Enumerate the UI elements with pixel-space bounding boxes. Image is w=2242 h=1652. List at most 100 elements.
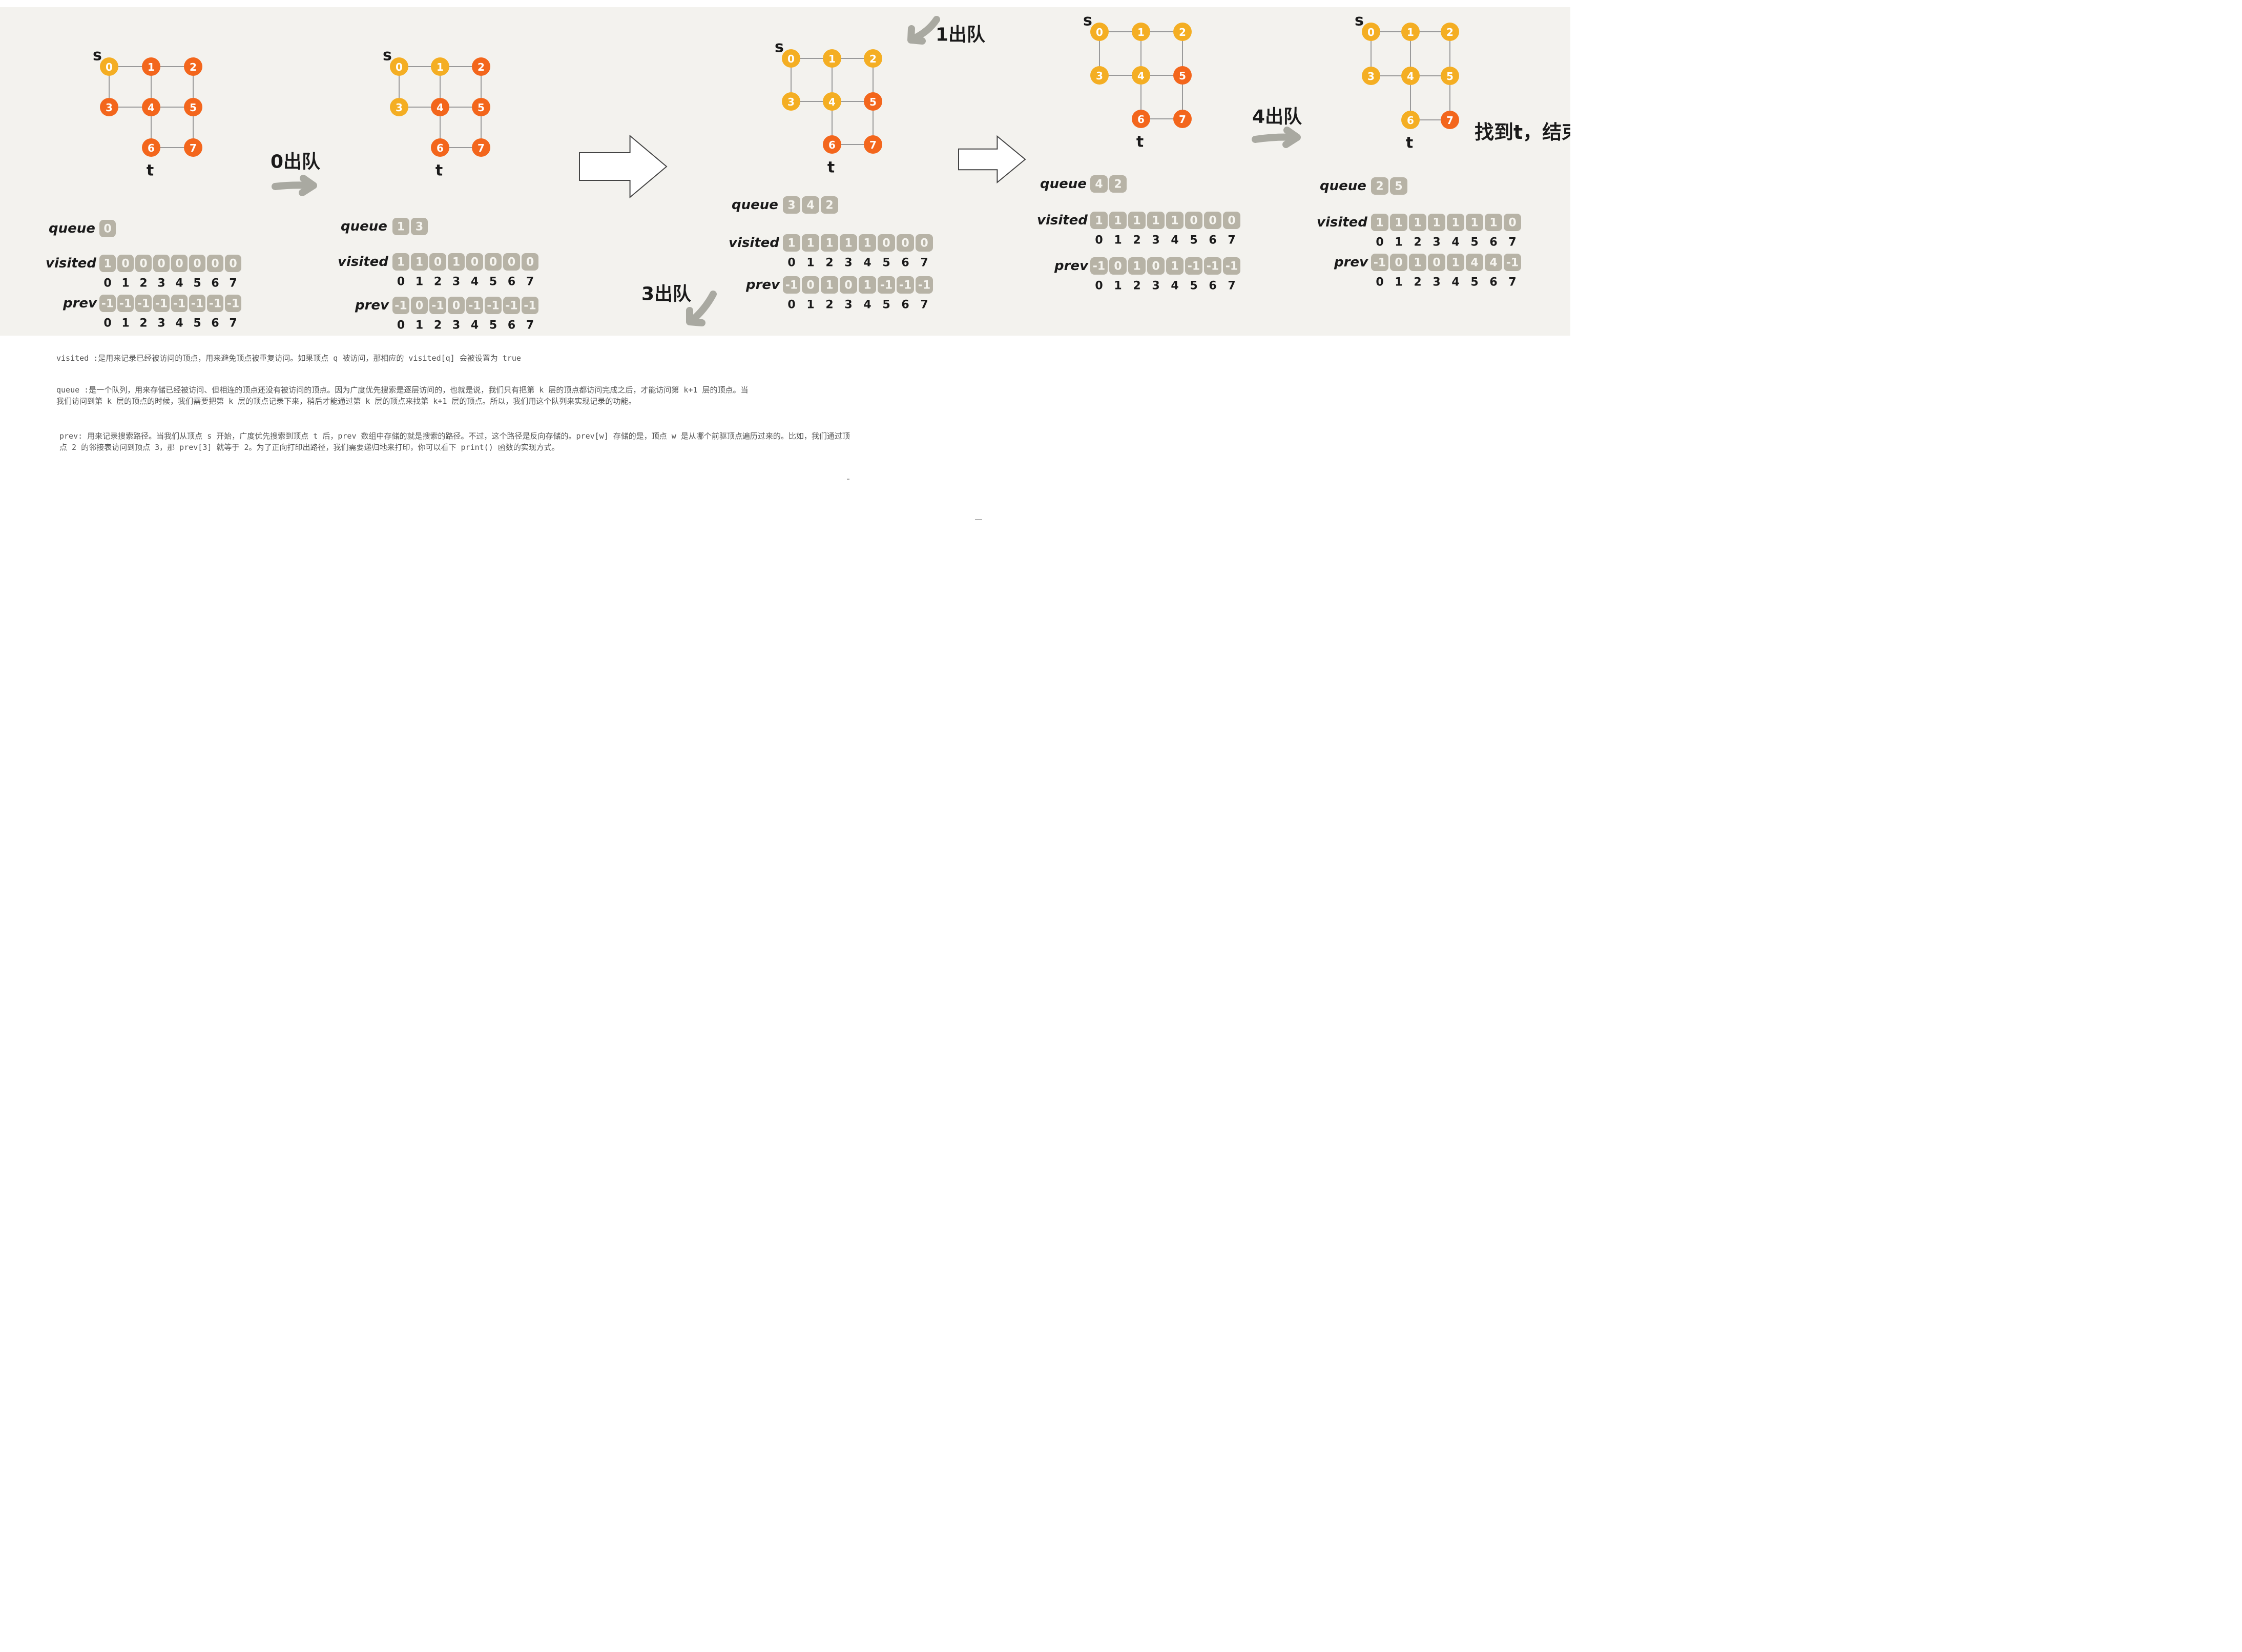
visited-cell: [1447, 214, 1464, 231]
visited-label: visited :: [729, 235, 789, 251]
visited-label: visited :: [338, 254, 398, 270]
prev-value: -1: [137, 298, 150, 311]
visited-value: 1: [825, 237, 833, 250]
index-label: 3: [844, 257, 852, 270]
graph-node-label: 7: [190, 142, 197, 154]
index-label: 0: [397, 276, 405, 288]
graph-node-label: 6: [1137, 113, 1145, 126]
annotation-dequeue-0: 0出队: [271, 152, 321, 173]
visited-value: 0: [1190, 215, 1197, 228]
prev-cell: [1390, 254, 1407, 271]
index-label: 2: [1133, 280, 1140, 293]
index-label: 6: [508, 276, 515, 288]
graph-node-label: 4: [437, 101, 444, 114]
visited-value: 0: [508, 256, 515, 269]
index-label: 1: [121, 317, 129, 330]
index-label: 4: [863, 299, 871, 312]
prev-cell: [840, 276, 857, 294]
queue-cell: [1390, 177, 1407, 195]
graph-node-6: [1401, 111, 1420, 129]
graph-node-label: 3: [1096, 70, 1103, 82]
prev-cell: [1185, 257, 1202, 275]
visited-value: 0: [1228, 215, 1235, 228]
visited-cell: [802, 234, 819, 252]
graph-node-0: [782, 49, 800, 68]
prev-cell: [522, 297, 538, 314]
index-label: 7: [920, 257, 928, 270]
index-label: 2: [434, 276, 442, 288]
note-prev-line: prev: 用来记录搜索路径。当我们从顶点 s 开始，广度优先搜索到顶点 t 后…: [59, 431, 850, 441]
graph-node-6: [823, 135, 841, 154]
prev-cell: [448, 297, 465, 314]
visited-cell: [448, 253, 465, 271]
index-label: 5: [193, 277, 201, 290]
graph-node-2: [184, 57, 202, 76]
prev-value: -1: [227, 298, 239, 311]
index-label: 6: [211, 277, 219, 290]
prev-value: 1: [1451, 257, 1459, 270]
prev-cell: [1128, 257, 1146, 275]
prev-value: -1: [119, 298, 132, 311]
graph-node-5: [472, 98, 490, 116]
index-label: 0: [1095, 280, 1103, 293]
visited-cell: [1485, 214, 1502, 231]
prev-value: -1: [1374, 257, 1386, 270]
prev-value: 1: [1414, 257, 1421, 270]
note-visited: visited :是用来记录已经被访问的顶点，用来避免顶点被重复访问。如果顶点 …: [56, 354, 521, 363]
prev-cell: [1447, 254, 1464, 271]
visited-value: 0: [139, 258, 147, 271]
index-label: 5: [1470, 276, 1478, 289]
visited-cell: [207, 255, 223, 272]
visited-value: 1: [1376, 217, 1383, 230]
index-label: 4: [1451, 236, 1459, 249]
prev-cell: [1223, 257, 1240, 275]
index-label: 3: [1152, 280, 1159, 293]
graph-node-5: [1173, 66, 1192, 85]
graph-node-label: 2: [190, 61, 197, 73]
index-label: 5: [882, 257, 890, 270]
graph-node-4: [823, 92, 841, 111]
source-label-s: s: [1083, 12, 1092, 30]
visited-cell: [485, 253, 502, 271]
prev-cell: [1466, 254, 1483, 271]
visited-cell: [522, 253, 538, 271]
index-label: 6: [211, 317, 219, 330]
graph-node-label: 6: [148, 142, 155, 154]
visited-cell: [171, 255, 188, 272]
graph-node-label: 4: [148, 101, 155, 114]
prev-value: 1: [1133, 260, 1140, 273]
index-label: 0: [397, 319, 405, 332]
graph-node-label: 4: [828, 96, 836, 108]
visited-value: 0: [1508, 217, 1516, 230]
visited-value: 1: [1095, 215, 1103, 228]
index-label: 3: [157, 317, 165, 330]
visited-value: 0: [193, 258, 201, 271]
queue-cell: [821, 196, 838, 214]
index-label: 3: [844, 299, 852, 312]
index-label: 5: [882, 299, 890, 312]
index-label: 6: [508, 319, 515, 332]
index-label: 4: [863, 257, 871, 270]
visited-cell: [1185, 212, 1202, 229]
prev-cell: [225, 295, 241, 312]
index-label: 7: [1508, 276, 1516, 289]
index-label: 6: [901, 299, 909, 312]
prev-cell: [1166, 257, 1184, 275]
visited-value: 1: [1395, 217, 1402, 230]
prev-value: -1: [1093, 260, 1105, 273]
graph-node-label: 2: [1446, 26, 1454, 38]
visited-cell: [1128, 212, 1146, 229]
graph-node-7: [1441, 111, 1459, 129]
visited-cell: [135, 255, 152, 272]
index-label: 4: [175, 277, 183, 290]
prev-cell: [1409, 254, 1426, 271]
index-label: 0: [1095, 234, 1103, 247]
visited-label: visited :: [46, 256, 106, 271]
graph-node-2: [1441, 23, 1459, 41]
graph-node-0: [390, 57, 408, 76]
index-label: 4: [1451, 276, 1459, 289]
prev-value: -1: [191, 298, 203, 311]
